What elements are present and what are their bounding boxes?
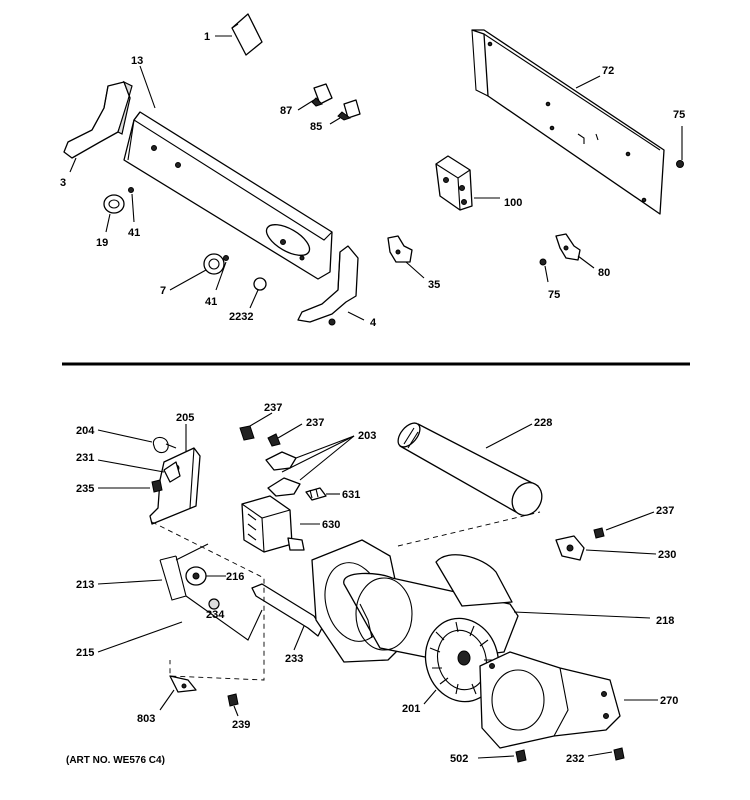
part-237-screw-c <box>593 527 605 539</box>
part-502-screw <box>515 749 527 763</box>
part-72-panel <box>471 29 665 215</box>
part-4-end-cap-right <box>297 245 359 326</box>
callout-35: 35 <box>428 279 440 291</box>
callout-215: 215 <box>76 647 94 659</box>
callout-204: 204 <box>76 425 95 437</box>
part-87-switch <box>311 83 333 107</box>
part-233-bracket <box>251 583 323 637</box>
callout-87: 87 <box>280 105 292 117</box>
callout-218: 218 <box>656 615 674 627</box>
part-13-control-panel <box>123 111 333 280</box>
part-80-clamp <box>555 233 581 261</box>
callout-237-a: 237 <box>264 402 282 414</box>
callout-41-upper: 41 <box>128 227 140 239</box>
callout-231: 231 <box>76 452 94 464</box>
part-235-screw <box>151 479 163 493</box>
part-1-instruction-sheet <box>231 13 263 56</box>
part-803-clip <box>169 675 197 693</box>
callout-72: 72 <box>602 65 614 77</box>
callout-237-b: 237 <box>306 417 324 429</box>
callout-201: 201 <box>402 703 420 715</box>
callout-203: 203 <box>358 430 376 442</box>
art-number: (ART NO. WE576 C4) <box>66 755 165 766</box>
callout-232: 232 <box>566 753 584 765</box>
part-237-screw-a <box>239 425 255 441</box>
part-230-thermostat <box>555 535 585 561</box>
part-234-nut <box>208 598 220 610</box>
callout-630: 630 <box>322 519 340 531</box>
callout-239: 239 <box>232 719 250 731</box>
upper-assembly: 1 13 3 19 <box>60 13 685 329</box>
part-85-switch <box>337 99 361 121</box>
callout-100: 100 <box>504 197 522 209</box>
callout-230: 230 <box>658 549 676 561</box>
part-237-screw-b <box>267 433 281 447</box>
callout-41-lower: 41 <box>205 296 217 308</box>
part-213-215-belt-arm <box>159 543 263 641</box>
callout-75-lower: 75 <box>548 289 560 301</box>
part-216-pulley <box>185 566 207 586</box>
part-41-spring-clip-lower <box>223 255 229 261</box>
part-3-end-cap-left <box>63 80 133 159</box>
callout-19: 19 <box>96 237 108 249</box>
callout-1: 1 <box>204 31 210 43</box>
callout-631: 631 <box>342 489 360 501</box>
callout-233: 233 <box>285 653 303 665</box>
part-2232-button <box>253 277 267 291</box>
part-7-knob <box>203 253 225 275</box>
part-204-clip <box>152 436 177 454</box>
callout-75-upper: 75 <box>673 109 685 121</box>
part-631-connector <box>305 487 327 501</box>
callout-234: 234 <box>206 609 225 621</box>
callout-2232: 2232 <box>229 311 253 323</box>
part-231-clamp <box>163 461 181 483</box>
callout-213: 213 <box>76 579 94 591</box>
part-228-duct <box>397 422 543 516</box>
callout-4: 4 <box>370 317 377 329</box>
callout-270: 270 <box>660 695 678 707</box>
part-35-clamp <box>387 235 413 263</box>
callout-237-c: 237 <box>656 505 674 517</box>
part-100-terminal-block <box>435 155 473 211</box>
part-630-timer <box>241 495 305 553</box>
callout-85: 85 <box>310 121 322 133</box>
lower-assembly: 204 205 231 235 237 237 <box>76 402 678 765</box>
part-75-screw-lower <box>539 258 547 266</box>
part-75-screw <box>676 160 684 168</box>
part-239-screw <box>227 693 239 707</box>
callout-13: 13 <box>131 55 143 67</box>
callout-7: 7 <box>160 285 166 297</box>
callout-80: 80 <box>598 267 610 279</box>
callout-235: 235 <box>76 483 94 495</box>
callout-3: 3 <box>60 177 66 189</box>
callout-216: 216 <box>226 571 244 583</box>
part-232-screw <box>613 747 625 761</box>
part-270-blower-cover <box>479 651 621 749</box>
part-41-spring-clip <box>128 187 134 193</box>
callout-205: 205 <box>176 412 194 424</box>
callout-803: 803 <box>137 713 155 725</box>
callout-228: 228 <box>534 417 552 429</box>
part-203-clamps <box>265 451 301 497</box>
callout-502: 502 <box>450 753 468 765</box>
part-19-knob <box>103 194 125 214</box>
